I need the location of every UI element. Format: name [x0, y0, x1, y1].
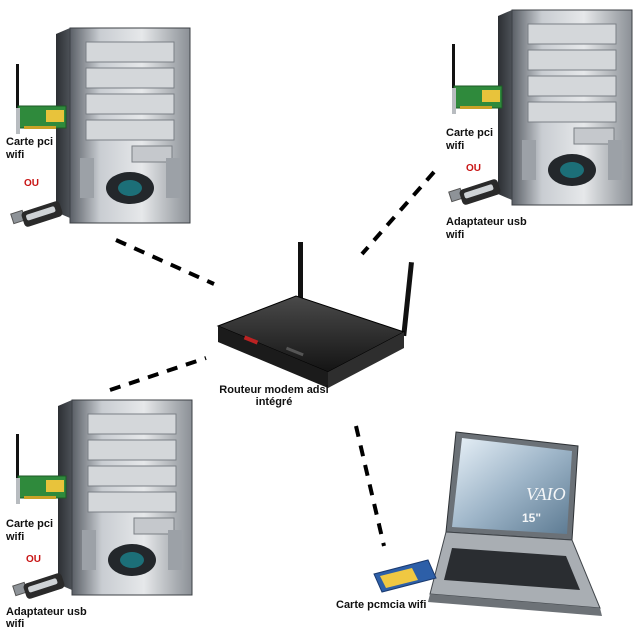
top-right-pci-label-line1: Carte pci: [446, 127, 494, 139]
bottom-left-usb-label-line1: Adaptateur usb: [6, 606, 87, 618]
link-top-right-to-router: [360, 170, 436, 256]
link-top-left-to-router: [115, 238, 215, 286]
router-icon: [216, 242, 414, 388]
bottom-left-pci-label-line1: Carte pci: [6, 518, 54, 530]
usb-adapter-icon-bottom-left: [12, 571, 66, 601]
wireless-links: [109, 170, 436, 547]
top-right-usb-label-line1: Adaptateur usb: [446, 216, 527, 228]
top-left-or-text: OU: [24, 178, 39, 189]
laptop-screen-size-text: 15": [522, 511, 541, 525]
laptop-icon: VAIO 15": [428, 431, 602, 616]
top-right-or-text: OU: [466, 163, 481, 174]
top-right-pci-label-line2: wifi: [446, 140, 465, 152]
link-laptop-to-router: [354, 425, 386, 547]
desktop-tower-top-left: [55, 27, 191, 224]
usb-adapter-icon-top-right: [448, 177, 502, 207]
router-label-line1: Routeur modem adsl: [219, 384, 329, 396]
bottom-left-or-text: OU: [26, 554, 41, 565]
top-right-usb-label-line2: wifi: [446, 229, 465, 241]
pcmcia-card-icon: [373, 559, 437, 593]
top-left-pci-label-line2: wifi: [6, 149, 25, 161]
bottom-left-pci-label-line2: wifi: [6, 531, 25, 543]
pcmcia-card-label: Carte pcmcia wifi: [336, 599, 427, 611]
pci-card-icon-top-right: [451, 43, 503, 115]
desktop-tower-bottom-left: [57, 399, 193, 596]
link-bottom-left-to-router: [109, 356, 207, 392]
top-left-pci-label-line1: Carte pci: [6, 136, 54, 148]
bottom-left-usb-label-line2: wifi: [6, 618, 25, 630]
router-label-line2: intégré: [255, 396, 293, 408]
usb-adapter-icon-top-left: [10, 199, 64, 229]
laptop-brand-text: VAIO: [526, 484, 566, 504]
desktop-tower-top-right: [497, 9, 633, 206]
